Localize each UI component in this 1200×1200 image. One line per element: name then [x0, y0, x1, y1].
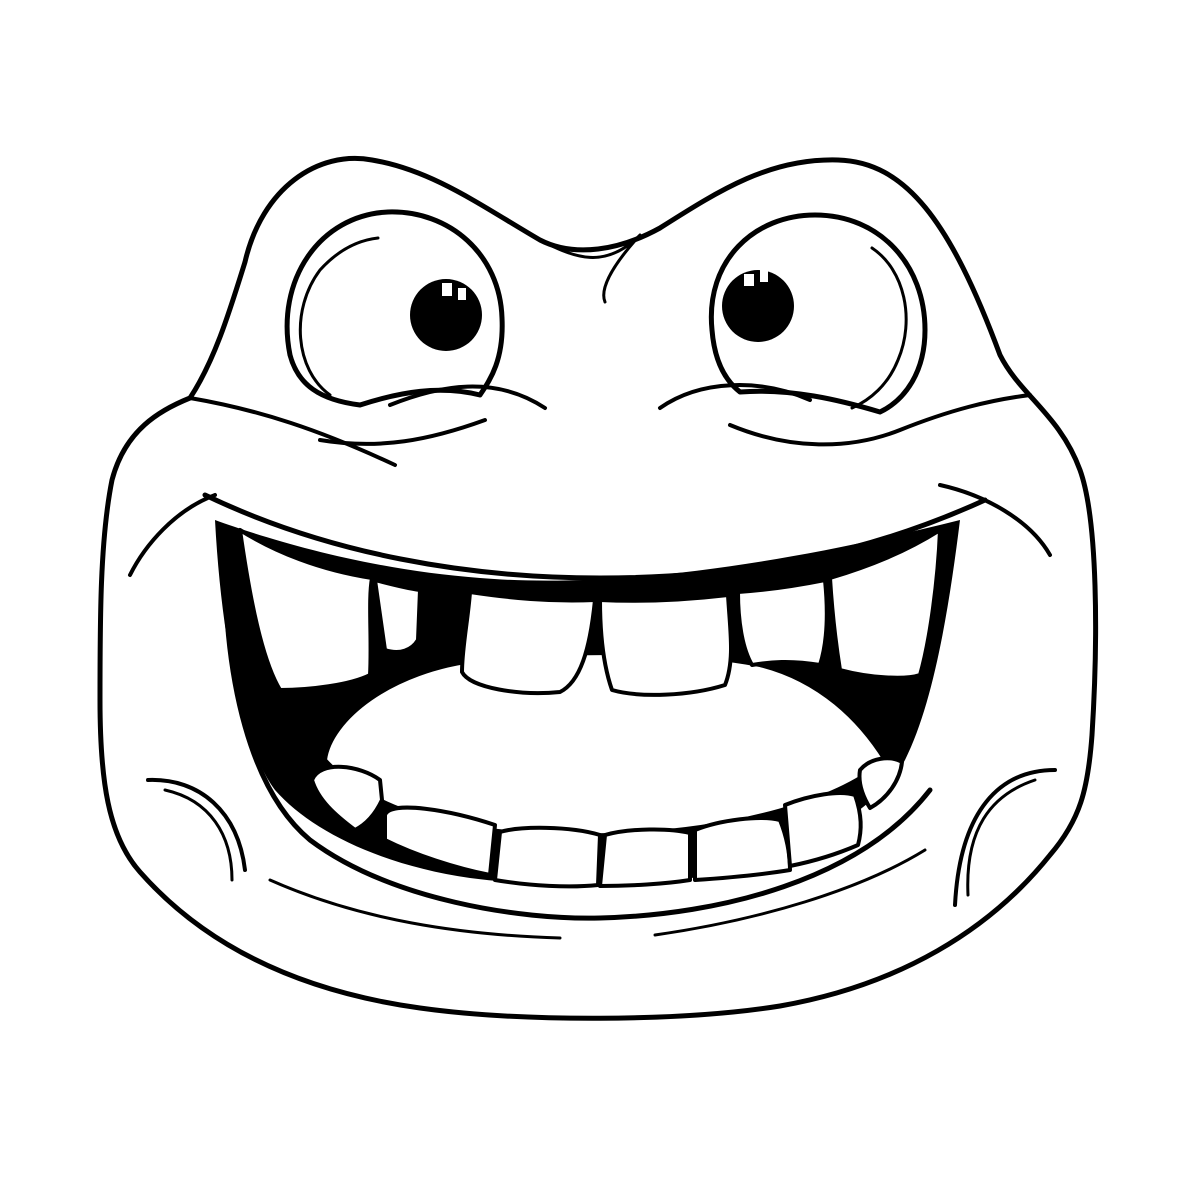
- jaw-crease-right: [653, 848, 927, 937]
- left-brow-underline: [318, 418, 487, 446]
- jaw-crease-left: [268, 878, 562, 940]
- lower-lip-line: [222, 557, 933, 921]
- left-hand-outline: [146, 777, 247, 872]
- right-eye-inner-ring: [850, 246, 908, 410]
- lower-tooth-2: [383, 805, 497, 877]
- left-eye-inner-ring: [298, 236, 380, 397]
- upper-tooth-5: [736, 578, 829, 667]
- lower-tooth-3: [493, 825, 602, 889]
- lower-tooth-5: [693, 816, 792, 882]
- right-hand-inner: [966, 778, 1037, 897]
- lower-tooth-7: [857, 756, 904, 810]
- left-cheek-crease: [188, 396, 397, 467]
- right-pupil: [722, 270, 794, 342]
- left-eye-socket: [284, 209, 505, 408]
- lower-tooth-1: [310, 764, 384, 832]
- left-mouth-corner: [128, 493, 217, 577]
- upper-teeth: [238, 528, 942, 697]
- left-hand-inner: [163, 788, 234, 882]
- right-hand-outline: [953, 768, 1057, 907]
- upper-tooth-2: [373, 578, 422, 654]
- right-mouth-corner: [938, 483, 1052, 557]
- upper-tooth-1: [238, 528, 374, 692]
- left-pupil-highlight: [442, 283, 466, 300]
- right-lower-lid: [658, 383, 812, 410]
- lower-tooth-4: [598, 827, 692, 888]
- forehead-left-crease: [538, 233, 642, 304]
- right-pupil-highlight: [744, 270, 768, 286]
- upper-lip-line: [202, 492, 988, 581]
- right-eye-socket: [708, 212, 928, 415]
- lower-tooth-6: [783, 791, 863, 868]
- upper-tooth-6: [828, 528, 942, 680]
- upper-tooth-4: [598, 593, 733, 697]
- frog-head-outline: [97, 156, 1099, 1021]
- left-lower-lid: [388, 384, 547, 410]
- upper-tooth-3: [460, 590, 597, 696]
- lower-teeth: [310, 756, 904, 889]
- right-cheek-crease: [728, 393, 1032, 447]
